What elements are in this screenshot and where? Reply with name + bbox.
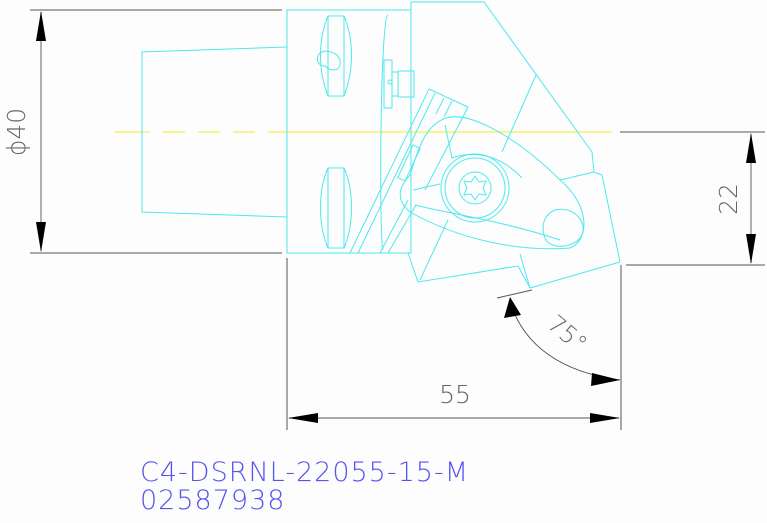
part-number: 02587938	[140, 485, 286, 516]
angle-label: 75°	[542, 309, 593, 358]
dimension-diameter: ϕ40	[2, 9, 282, 254]
torx-screw	[440, 153, 510, 223]
dimension-angle: 75°	[496, 289, 621, 386]
shank	[141, 9, 412, 254]
head-body	[407, 1, 621, 289]
side-screw	[380, 14, 415, 251]
length-label: 55	[439, 380, 471, 409]
diameter-label: ϕ40	[2, 108, 31, 156]
dimension-length: 55	[286, 258, 622, 430]
part-code: C4-DSRNL-22055-15-M	[140, 457, 469, 488]
insert-seat	[349, 88, 469, 254]
dimension-height: 22	[620, 131, 765, 266]
height-label: 22	[714, 183, 743, 215]
coupling-lugs	[317, 15, 352, 249]
clamp	[399, 116, 585, 250]
